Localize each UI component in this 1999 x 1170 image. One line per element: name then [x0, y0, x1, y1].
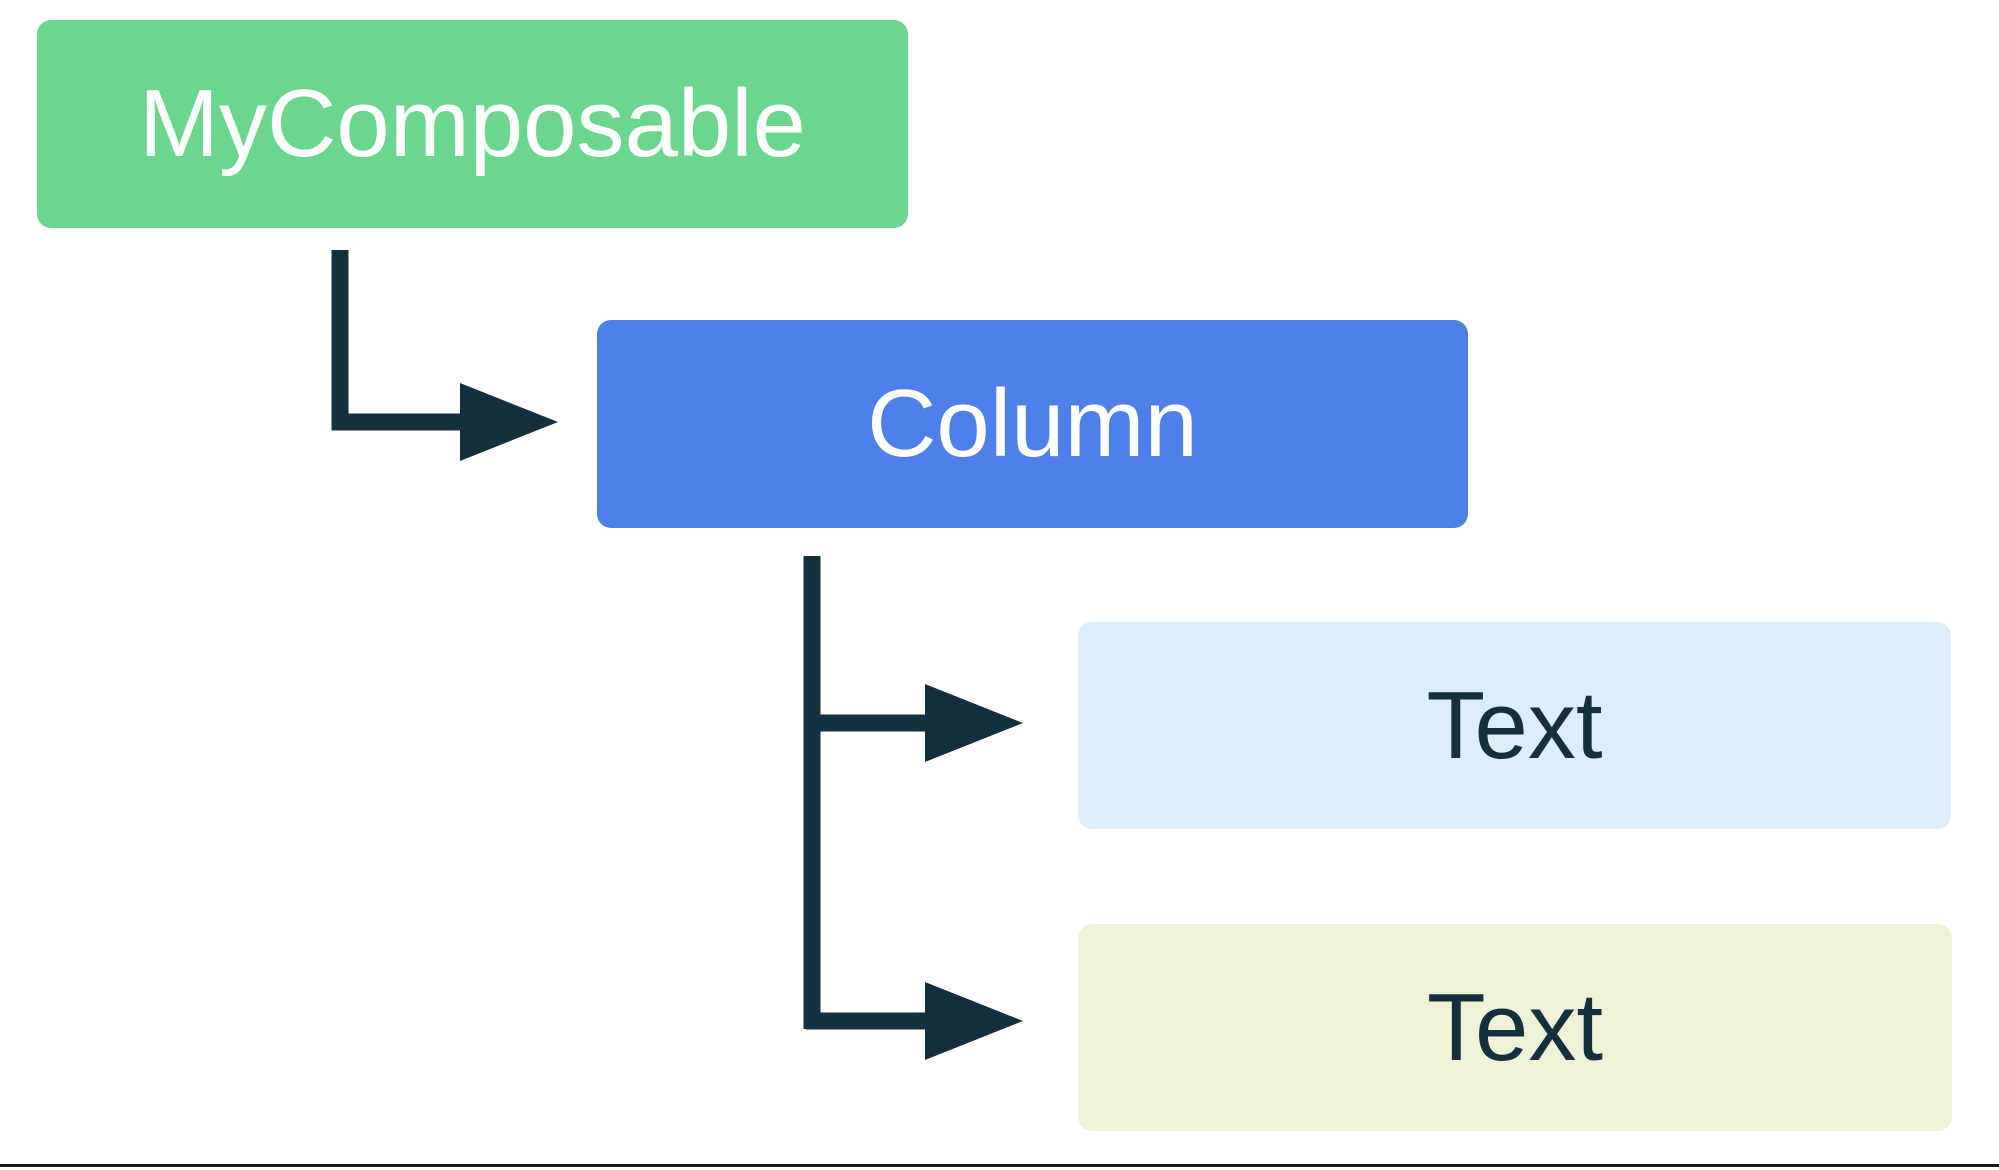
bottom-rule-divider — [0, 1164, 1999, 1167]
edge-root-column-path — [331, 250, 470, 431]
node-my-composable-label: MyComposable — [139, 70, 806, 177]
node-column-label: Column — [867, 370, 1198, 477]
edge-column-text-2-arrowhead-icon — [925, 982, 1023, 1060]
node-text-1[interactable]: Text — [1078, 622, 1951, 829]
node-my-composable[interactable]: MyComposable — [37, 20, 908, 228]
node-column[interactable]: Column — [597, 320, 1468, 528]
node-text-2[interactable]: Text — [1078, 924, 1952, 1131]
edge-column-text-1-arrowhead-icon — [925, 684, 1023, 762]
node-text-2-label: Text — [1426, 973, 1604, 1081]
edge-root-column-arrowhead-icon — [460, 383, 558, 461]
node-text-1-label: Text — [1426, 671, 1603, 779]
